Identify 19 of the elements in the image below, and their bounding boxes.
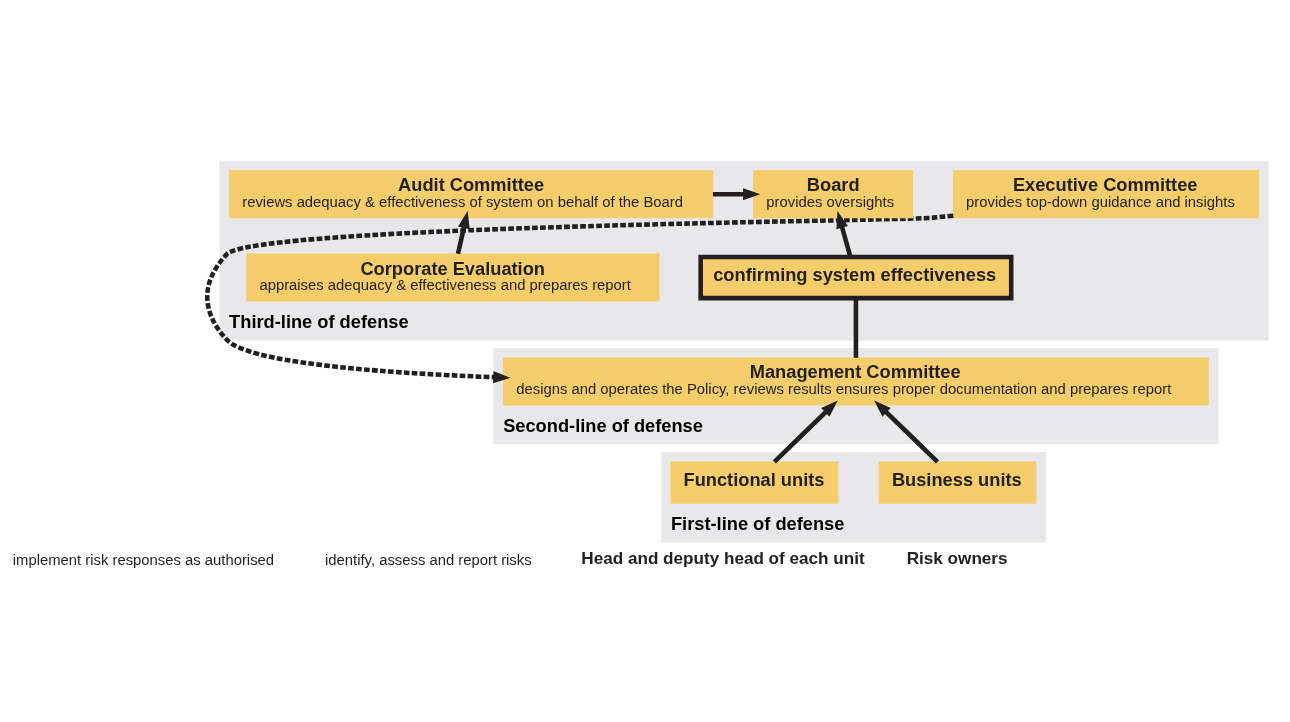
arrow — [772, 399, 838, 463]
label: identify, assess and report risks — [325, 551, 532, 568]
label: Head and deputy head of each unit — [581, 548, 865, 568]
label: implement risk responses as authorised — [12, 551, 275, 568]
connector — [853, 297, 859, 358]
node-box: Corporate Evaluation appraises adequacy & effectiveness and prepares report — [246, 253, 660, 302]
node-box: Business units — [878, 460, 1037, 504]
arrow — [712, 187, 761, 200]
arrow — [205, 212, 954, 383]
node-box: Executive Committee provides top-down guidance and insights — [952, 169, 1259, 218]
node-box: Audit Committee reviews adequacy & effectiveness of system on behalf of the Board — [229, 169, 714, 218]
arrow — [836, 210, 853, 257]
node-box: Management Committee designs and operates the Policy, reviews results ensures proper documentation and prepares report — [503, 357, 1209, 405]
label: Risk owners — [906, 548, 1008, 568]
node-box: Board provides oversights — [753, 169, 914, 218]
node-box: confirming system effectiveness — [698, 254, 1014, 300]
arrow — [455, 210, 470, 254]
arrow — [874, 399, 940, 463]
node-box: Functional units — [670, 460, 839, 504]
